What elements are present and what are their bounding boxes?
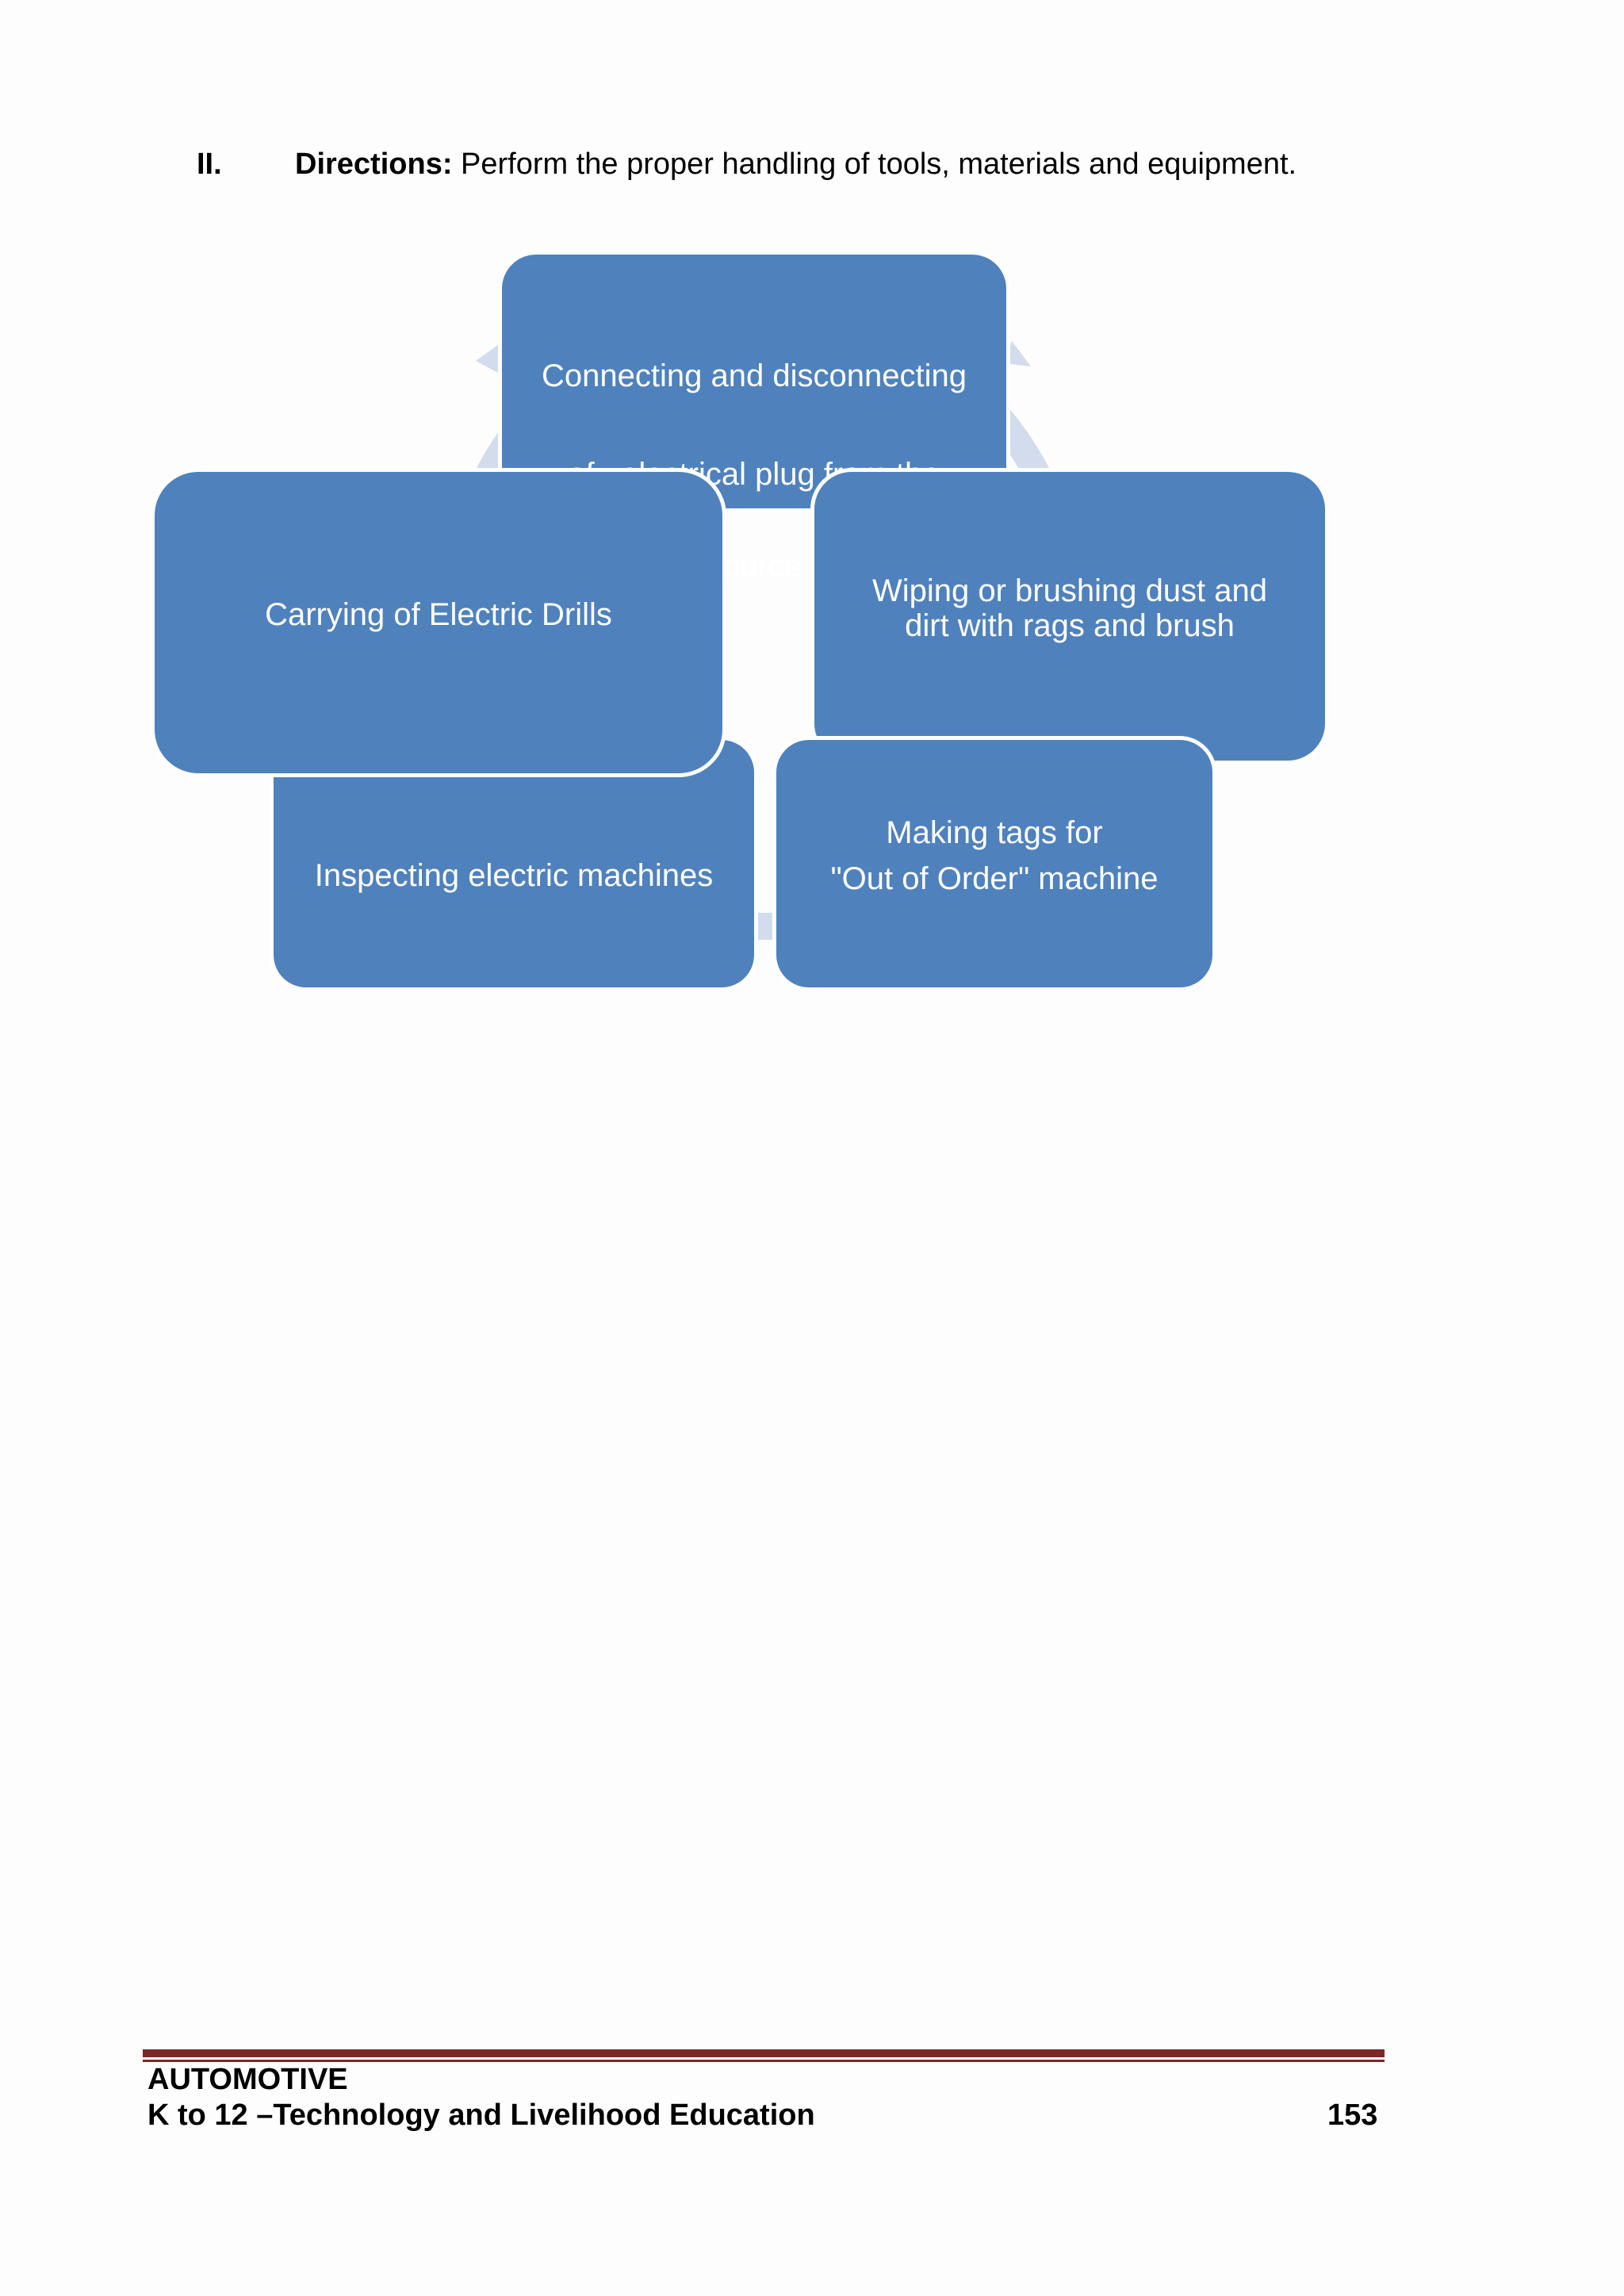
footer-rule-thick xyxy=(143,2049,1385,2057)
footer-program: K to 12 –Technology and Livelihood Educa… xyxy=(147,2099,815,2132)
page-number: 153 xyxy=(1327,2099,1378,2132)
directions-label: Directions: xyxy=(295,148,453,181)
handling-cycle-diagram: Connecting and disconnecting of electric… xyxy=(0,0,1624,1031)
node-top-line1: Connecting and disconnecting xyxy=(542,358,967,393)
footer-subject: AUTOMOTIVE xyxy=(147,2063,348,2096)
directions-text: Directions: Perform the proper handling … xyxy=(295,145,1297,183)
cycle-node-inspecting-machines: Inspecting electric machines xyxy=(270,736,758,991)
footer-rule-thin xyxy=(143,2060,1385,2062)
cycle-node-carrying-drills: Carrying of Electric Drills xyxy=(151,468,726,777)
cycle-node-making-tags: Making tags for "Out of Order" machine xyxy=(772,736,1216,991)
section-number: II. xyxy=(197,148,222,181)
directions-body: Perform the proper handling of tools, ma… xyxy=(452,148,1297,181)
cycle-node-wiping-dust: Wiping or brushing dust and dirt with ra… xyxy=(810,468,1329,765)
